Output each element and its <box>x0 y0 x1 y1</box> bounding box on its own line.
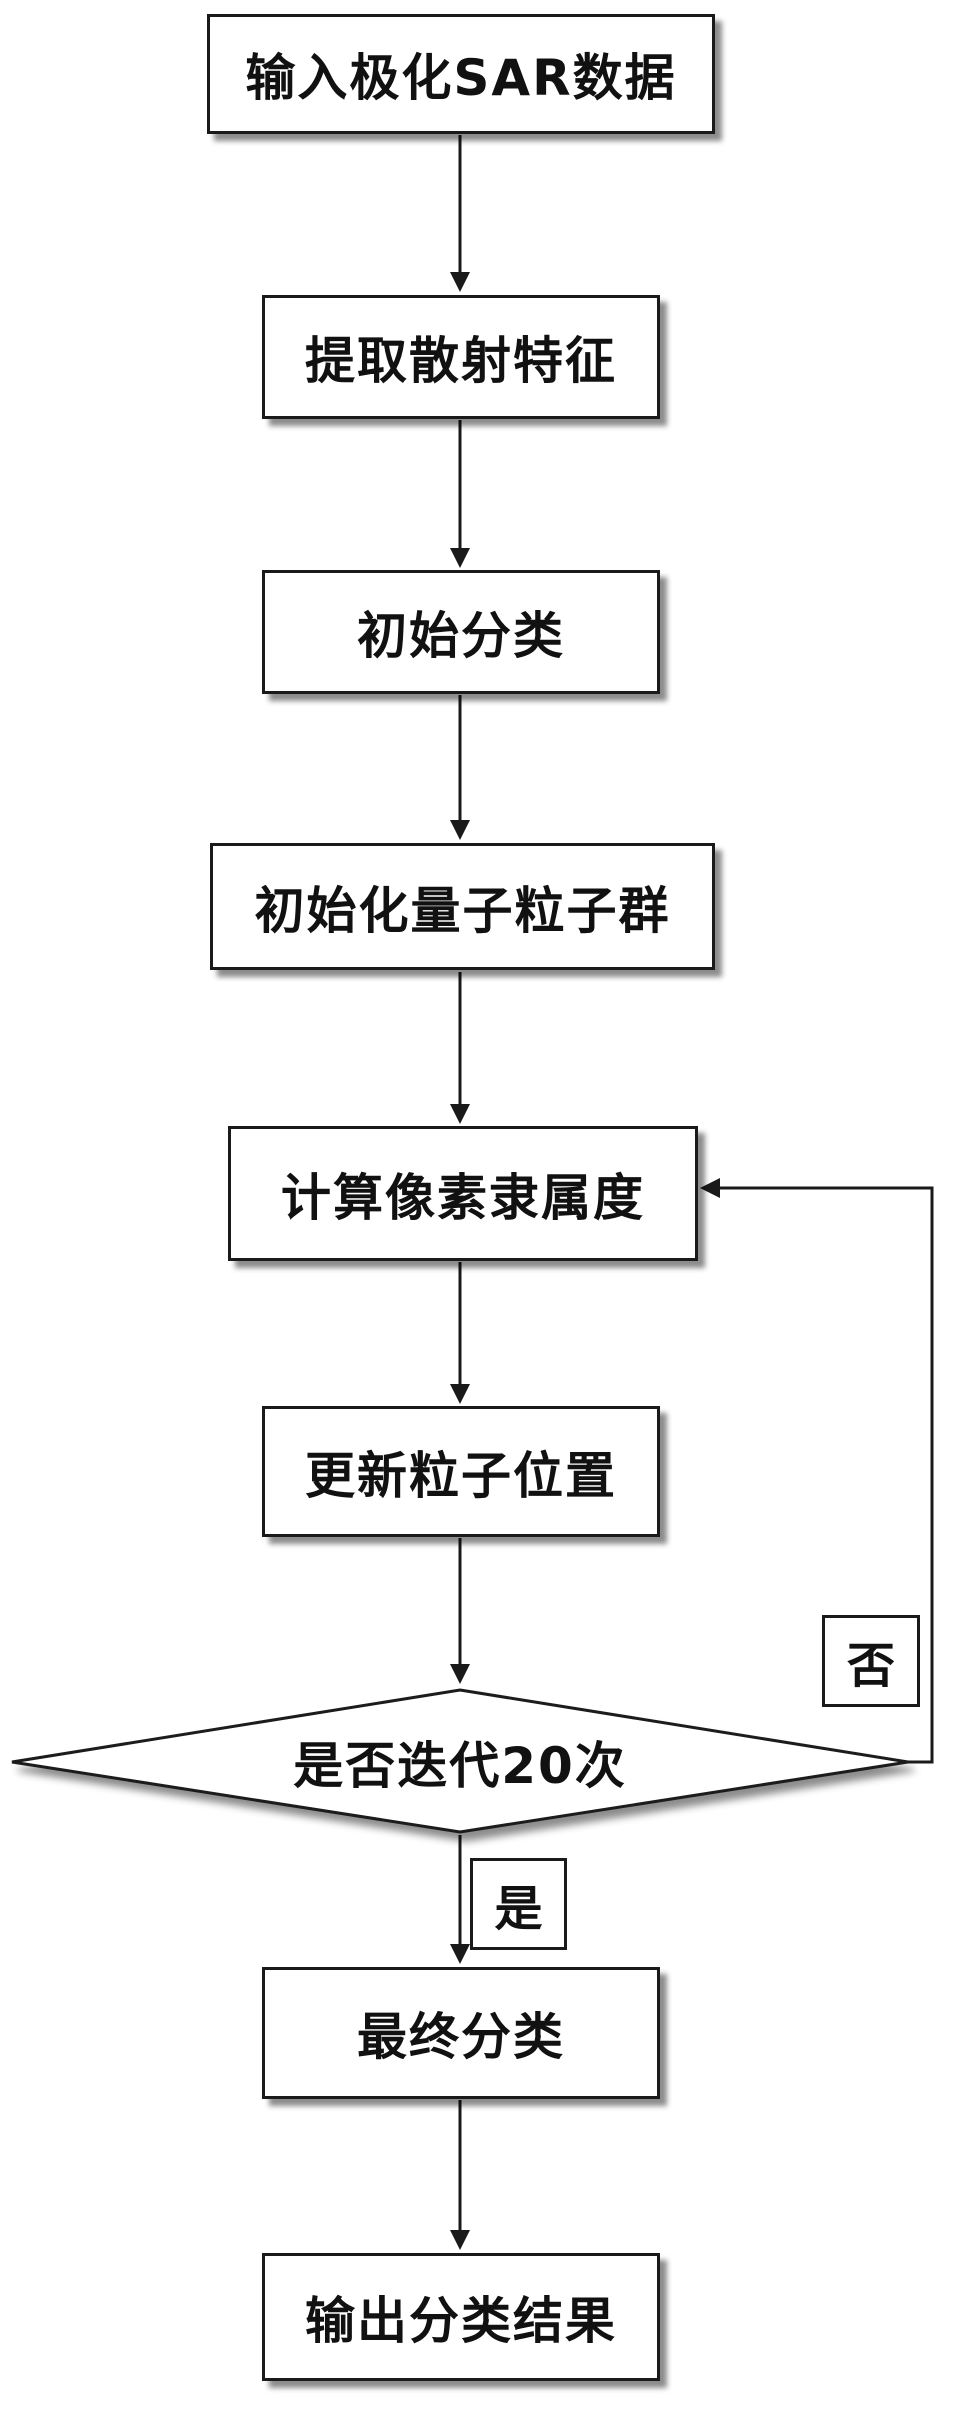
step-initial-classification: 初始分类 <box>262 570 660 694</box>
arrowhead-6-decision <box>450 1664 470 1684</box>
arrowhead-4-5 <box>450 1104 470 1124</box>
arrowhead-3-4 <box>450 820 470 840</box>
loop-back-line <box>712 1186 934 1764</box>
connectors <box>450 135 934 2250</box>
step-extract-scattering-features: 提取散射特征 <box>262 295 660 419</box>
step-input-polsar-data: 输入极化SAR数据 <box>207 14 715 134</box>
step-final-classification: 最终分类 <box>262 1967 660 2099</box>
step-output-result: 输出分类结果 <box>262 2253 660 2381</box>
arrowhead-2-3 <box>450 548 470 568</box>
branch-yes-label: 是 <box>470 1858 567 1950</box>
arrowhead-1-2 <box>450 272 470 292</box>
arrowhead-7-8 <box>450 2230 470 2250</box>
branch-no-label: 否 <box>822 1615 920 1707</box>
arrowhead-decision-7 <box>450 1944 470 1964</box>
arrowhead-5-6 <box>450 1384 470 1404</box>
loop-back-arrowhead <box>700 1178 720 1198</box>
step-init-quantum-swarm: 初始化量子粒子群 <box>210 843 715 970</box>
step-compute-membership: 计算像素隶属度 <box>228 1126 698 1261</box>
step-update-particle-position: 更新粒子位置 <box>262 1406 660 1537</box>
decision-text: 是否迭代20次 <box>293 1737 627 1795</box>
decision-diamond <box>11 1688 909 1834</box>
